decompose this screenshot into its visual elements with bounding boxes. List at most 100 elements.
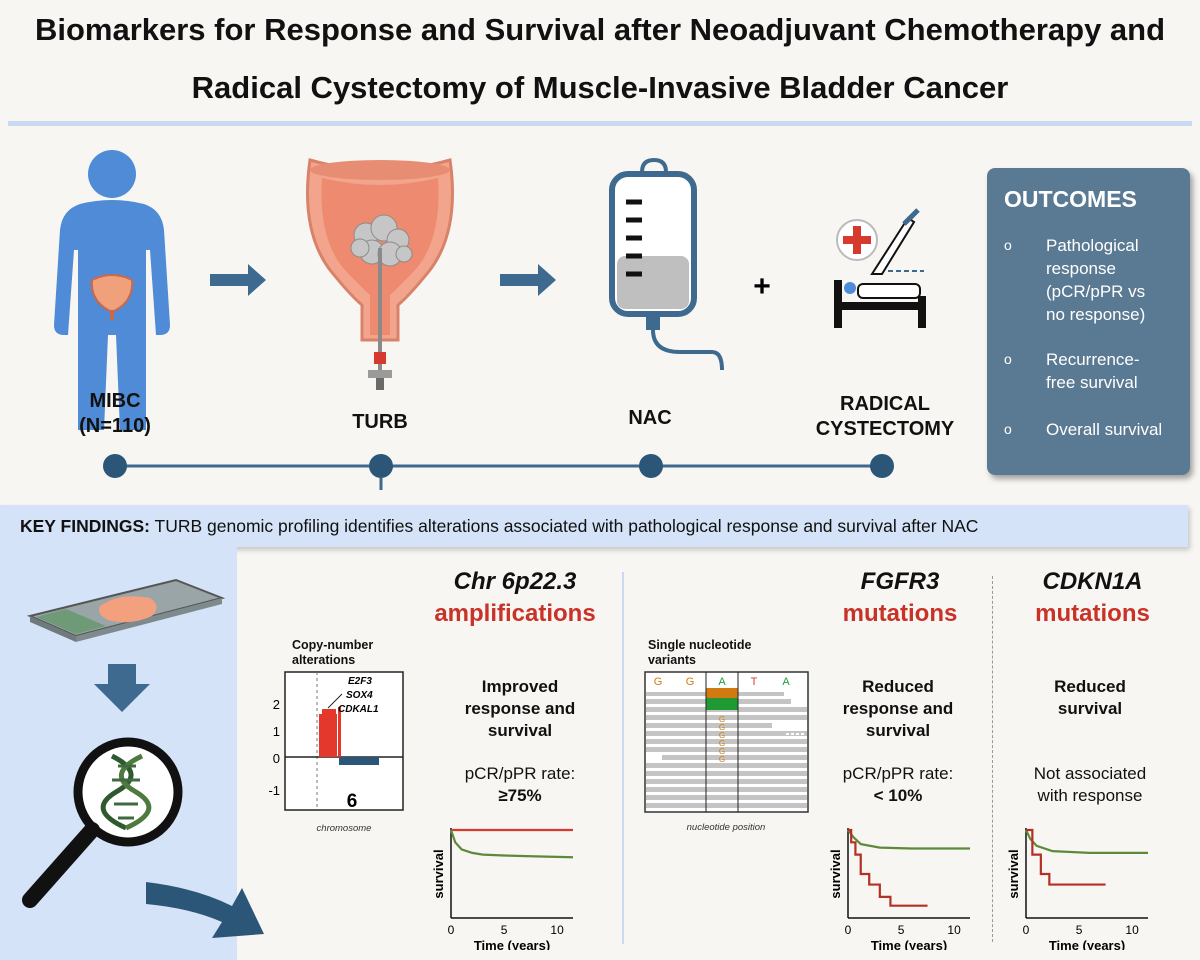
fgfr3-effect: Reduced response and survival — [808, 676, 988, 742]
snv-alt-highlight — [706, 698, 738, 710]
km-x-label: Time (years) — [1049, 938, 1125, 950]
note-line: Not associated — [1033, 764, 1147, 783]
km-curve — [1025, 829, 1148, 854]
km-x-tick: 10 — [550, 923, 564, 937]
y-tick-label: 2 — [273, 697, 280, 712]
outcome-line: Pathological — [1046, 236, 1139, 255]
stage-label-line: MIBC — [89, 390, 141, 412]
cna-frame — [284, 671, 404, 811]
km-x-tick: 10 — [947, 923, 961, 937]
km-curve — [848, 828, 928, 907]
rate-label: pCR/pPR rate: — [842, 764, 954, 783]
cna-amp-bar — [338, 707, 341, 757]
y-tick-label: 1 — [273, 724, 280, 739]
cdkn1a-note: Not associated with response — [1000, 763, 1180, 807]
outcomes-heading: OUTCOMES — [1004, 186, 1137, 212]
effect-line: Reduced — [862, 677, 934, 696]
key-findings-body: TURB genomic profiling identifies altera… — [149, 516, 979, 536]
cna-panel: E2F3 SOX4 CDKAL1 2 1 0 -1 6 chromosome — [268, 671, 404, 834]
timeline-node — [870, 454, 894, 478]
curved-arrow-icon — [146, 882, 264, 938]
snv-panel-title: Single nucleotide variants — [648, 638, 752, 668]
section-divider — [622, 572, 624, 944]
tissue-slide-icon — [26, 578, 226, 642]
km-x-tick: 5 — [898, 923, 905, 937]
stage-label-cystectomy: RADICAL CYSTECTOMY — [800, 392, 970, 442]
title-line1: Biomarkers for Response and Survival aft… — [34, 12, 1166, 47]
km-y-label: survival — [1006, 849, 1021, 898]
stage-label-line: (N=110) — [79, 415, 151, 437]
outcome-line: Recurrence- — [1046, 350, 1140, 369]
cna-del-bar — [339, 757, 379, 765]
base-label: T — [751, 676, 758, 688]
stage-label-line: RADICAL — [840, 393, 930, 415]
person-icon — [54, 150, 170, 430]
rate-value: < 10% — [873, 786, 923, 805]
km-y-label: survival — [828, 849, 843, 898]
km-curve — [1026, 828, 1106, 886]
surgery-icon — [834, 208, 926, 328]
alt-base-label: G — [719, 731, 725, 740]
title-divider — [8, 121, 1192, 126]
key-findings-text: KEY FINDINGS: TURB genomic profiling ide… — [20, 516, 978, 537]
outcome-text: Pathological response (pCR/pPR vs no res… — [1046, 234, 1186, 326]
key-findings-label: KEY FINDINGS: — [20, 516, 150, 536]
alt-base-label: G — [719, 755, 725, 764]
cna-panel-title-line: Copy-number — [292, 638, 374, 652]
km-x-tick: 0 — [1023, 923, 1030, 937]
gene-label: SOX4 — [346, 690, 373, 701]
left-panel-illustrations — [22, 578, 264, 938]
bullet-icon: o — [1004, 237, 1012, 253]
gene-label: CDKAL1 — [338, 704, 379, 715]
cdkn1a-effect: Reduced survival — [1000, 676, 1180, 720]
arrow-icon — [500, 264, 556, 296]
effect-line: survival — [1057, 699, 1123, 718]
outcomes-box: OUTCOMES o Pathological response (pCR/pP… — [987, 168, 1190, 475]
stage-label-nac: NAC — [628, 407, 672, 429]
km-x-tick: 0 — [448, 923, 455, 937]
cna-effect: Improved response and survival — [430, 676, 610, 742]
cdkn1a-title: CDKN1A mutations — [995, 566, 1190, 630]
km-curve — [449, 829, 574, 859]
km-x-tick: 0 — [845, 923, 852, 937]
cdkn1a-title-type: mutations — [1035, 600, 1150, 627]
cna-gene-pointer — [327, 693, 343, 709]
effect-line: response and — [464, 699, 576, 718]
rate-label: pCR/pPR rate: — [464, 764, 576, 783]
chromosome-number: 6 — [347, 791, 358, 812]
snv-panel-title-line: Single nucleotide — [648, 638, 752, 652]
bullet-icon: o — [1004, 421, 1012, 437]
alt-base-label: G — [719, 723, 725, 732]
km-y-label: survival — [431, 849, 446, 898]
arrow-down-icon — [94, 664, 150, 712]
effect-line: survival — [865, 721, 931, 740]
gene-label: E2F3 — [348, 676, 372, 687]
snv-panel-title-line: variants — [648, 653, 696, 667]
rate-value: ≥75% — [498, 786, 542, 805]
y-tick-label: 0 — [273, 751, 280, 766]
cdkn1a-title-gene: CDKN1A — [1042, 568, 1143, 595]
fgfr3-title-type: mutations — [842, 600, 958, 627]
effect-line: response and — [842, 699, 954, 718]
outcome-text: Recurrence- free survival — [1046, 348, 1186, 394]
cna-panel-title-line: alterations — [292, 653, 356, 667]
note-line: with response — [1037, 786, 1143, 805]
fgfr3-title: FGFR3 mutations — [805, 566, 995, 630]
base-label: G — [654, 676, 663, 688]
stage-label-mibc: MIBC (N=110) — [55, 389, 175, 439]
workflow-illustrations: + — [54, 150, 926, 490]
cna-amp-bar — [322, 709, 336, 714]
iv-bag-icon — [609, 157, 724, 371]
effect-line: Improved — [481, 677, 559, 696]
bullet-icon: o — [1004, 351, 1012, 367]
alt-base-label: G — [719, 747, 725, 756]
cna-title-gene: Chr 6p22.3 — [453, 568, 577, 595]
cna-panel-title: Copy-number alterations — [292, 638, 373, 668]
outcome-line: free survival — [1046, 373, 1138, 392]
effect-line: survival — [487, 721, 553, 740]
timeline-node — [639, 454, 663, 478]
y-tick-label: -1 — [268, 783, 280, 798]
stage-label-turb: TURB — [352, 411, 408, 433]
